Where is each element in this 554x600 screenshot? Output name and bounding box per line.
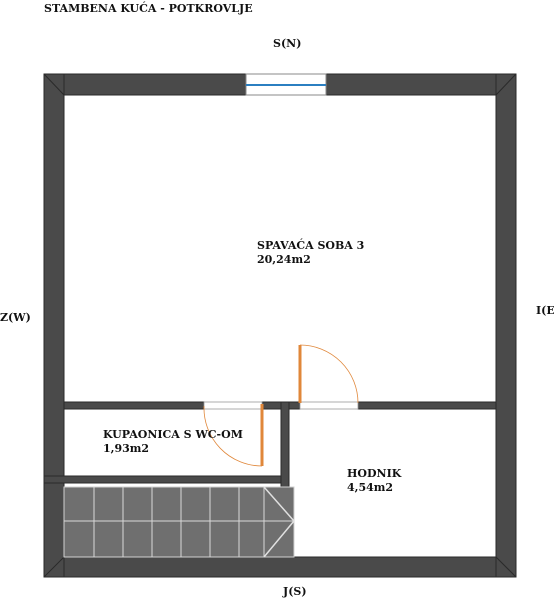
compass-north-label: S(N) xyxy=(273,37,302,50)
room-label-bathroom: KUPAONICA S WC-OM 1,93m2 xyxy=(103,428,243,456)
room-area: 4,54m2 xyxy=(347,481,394,494)
south-wall xyxy=(43,556,517,578)
room-label-bedroom: SPAVAĆA SOBA 3 20,24m2 xyxy=(257,239,364,267)
compass-west-label: Z(W) xyxy=(0,311,31,324)
room-name: KUPAONICA S WC-OM xyxy=(103,428,243,441)
room-name: SPAVAĆA SOBA 3 xyxy=(257,239,365,252)
bedroom-door xyxy=(298,344,359,404)
compass-south-label: J(S) xyxy=(283,585,307,598)
staircase xyxy=(63,486,295,558)
east-wall xyxy=(495,73,517,578)
compass-east-label: I(E) xyxy=(536,304,554,317)
room-label-hallway: HODNIK 4,54m2 xyxy=(347,467,401,495)
bathroom-bottom-wall xyxy=(43,475,282,484)
room-name: HODNIK xyxy=(347,467,402,480)
room-area: 20,24m2 xyxy=(257,253,311,266)
plan-title: STAMBENA KUĆA - POTKROVLJE xyxy=(44,2,253,15)
north-window xyxy=(245,73,327,96)
bathroom-door xyxy=(203,404,264,467)
west-wall xyxy=(43,73,65,578)
room-area: 1,93m2 xyxy=(103,442,150,455)
interior-wall-horizontal xyxy=(63,401,497,410)
